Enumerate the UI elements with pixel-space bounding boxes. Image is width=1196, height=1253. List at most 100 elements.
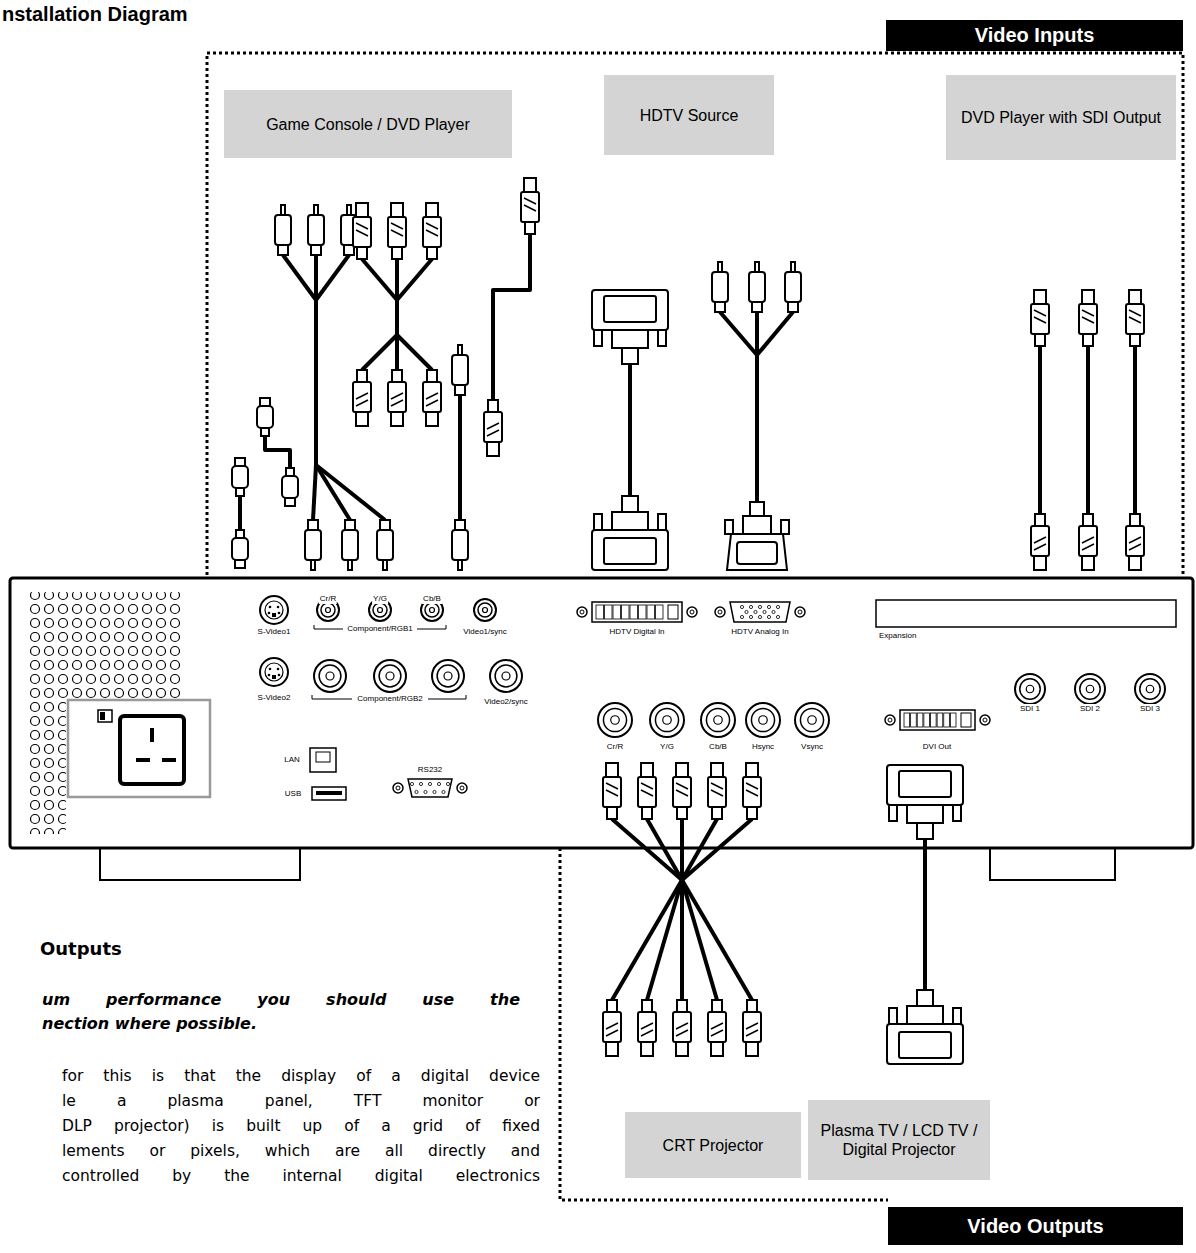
vga-socket-pin — [749, 605, 752, 608]
bnc-plug — [353, 370, 371, 426]
socket-pin — [277, 668, 280, 671]
sv-plug — [257, 398, 273, 436]
plug-part — [953, 1008, 961, 1024]
rca-socket — [474, 599, 496, 621]
plug-part — [622, 496, 638, 512]
dvi-plug — [887, 990, 963, 1064]
connector-label: Component/RGB1 — [346, 624, 413, 634]
cable — [238, 496, 242, 530]
plug-part — [232, 466, 248, 488]
rca-socket — [478, 603, 492, 617]
bnc-socket — [502, 672, 510, 680]
bnc-plug — [521, 178, 539, 234]
plug-part — [311, 560, 315, 570]
connector-label: Y/G — [372, 594, 388, 604]
connector-label: RS232 — [417, 765, 443, 775]
foot — [100, 846, 300, 880]
plug-part — [348, 560, 352, 570]
dvi-pins — [656, 605, 664, 619]
cable — [923, 839, 927, 990]
plug-part — [604, 538, 656, 564]
s-video-socket — [265, 601, 283, 619]
box-label: Video Inputs — [975, 24, 1095, 47]
bnc-socket — [326, 672, 334, 680]
plug-part — [641, 1042, 653, 1056]
screw — [715, 607, 725, 617]
plug-part — [749, 272, 765, 302]
dvi-pins — [630, 605, 638, 619]
cable — [682, 880, 717, 1000]
rca-socket — [378, 608, 383, 613]
rca-socket — [425, 603, 439, 617]
plug-part — [1129, 290, 1141, 304]
cable — [682, 819, 752, 880]
plug-part — [1082, 556, 1094, 570]
plug-part — [791, 262, 795, 272]
bnc-socket — [1140, 679, 1160, 699]
plug-detail — [391, 223, 403, 236]
cable — [612, 819, 682, 880]
bnc-socket — [379, 665, 401, 687]
usb-socket — [312, 787, 346, 800]
plug-part — [525, 222, 535, 234]
bnc-plug — [708, 1000, 726, 1056]
bnc-plug — [1079, 290, 1097, 346]
plug-detail — [676, 1023, 688, 1036]
usb-tongue — [316, 791, 342, 795]
plug-part — [236, 530, 244, 538]
plug-part — [392, 247, 402, 259]
screw — [980, 715, 990, 725]
bnc-plug — [1126, 514, 1144, 570]
cable — [680, 819, 684, 880]
plug-part — [356, 203, 368, 217]
plug-detail — [1082, 537, 1094, 550]
sv-plug — [232, 458, 248, 496]
bnc-socket — [437, 665, 459, 687]
dvi-pins — [605, 605, 613, 619]
plug-detail — [1129, 310, 1141, 323]
plug-part — [725, 520, 733, 534]
cable — [283, 255, 316, 300]
device-box: DVD Player with SDI Output — [946, 75, 1176, 160]
bnc-plug — [673, 763, 691, 819]
plug-detail — [606, 783, 618, 796]
plug-part — [642, 807, 652, 819]
plug-part — [452, 355, 468, 385]
box-label: Plasma TV / LCD TV / Digital Projector — [816, 1121, 982, 1159]
rca-plug — [275, 205, 291, 255]
bnc-socket — [751, 708, 774, 731]
plug-part — [257, 406, 273, 428]
plug-detail — [356, 223, 368, 236]
screw — [460, 786, 464, 790]
bnc-plug — [603, 763, 621, 819]
box-label: DVD Player with SDI Output — [961, 108, 1161, 127]
plug-detail — [711, 1023, 723, 1036]
rca-plug — [377, 520, 393, 570]
dvi-pins — [647, 605, 655, 619]
plug-part — [889, 805, 897, 821]
cable — [628, 364, 632, 496]
socket-key — [272, 613, 276, 617]
dvi-pins — [937, 713, 943, 727]
bnc-plug — [638, 763, 656, 819]
plug-part — [607, 807, 617, 819]
voltage-switch-knob — [100, 712, 105, 720]
cable — [316, 255, 349, 300]
plug-part — [357, 370, 367, 382]
rs232-socket-pin — [437, 782, 440, 785]
socket-pin — [269, 606, 272, 609]
connector-label: Cr/R — [606, 742, 624, 752]
screw — [393, 783, 403, 793]
bnc-plug — [673, 1000, 691, 1056]
bnc-plug — [1031, 514, 1049, 570]
plug-part — [342, 530, 358, 560]
plug-part — [788, 302, 798, 312]
bnc-plug — [1079, 514, 1097, 570]
plug-part — [261, 428, 269, 436]
plug-part — [314, 205, 318, 215]
connector-label: SDI 1 — [1019, 704, 1041, 714]
plug-part — [308, 520, 318, 530]
socket-pin — [268, 674, 271, 677]
plug-part — [426, 412, 438, 426]
